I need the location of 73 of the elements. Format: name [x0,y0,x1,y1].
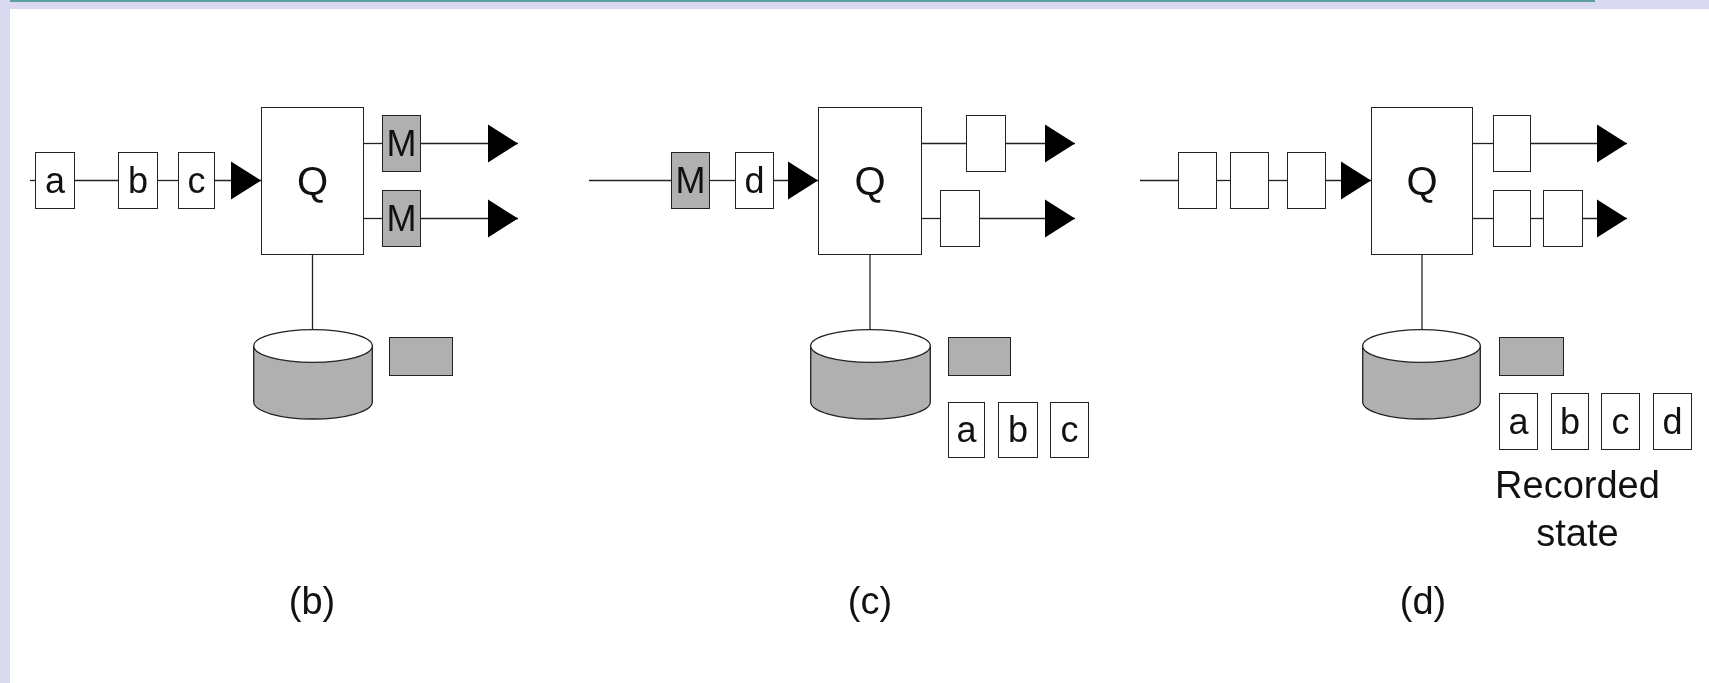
process-box [818,107,922,255]
message-box [998,402,1038,458]
box-letter: d [744,162,765,199]
box-letter: Q [854,161,886,201]
arrow [1582,199,1628,238]
message-box [671,152,710,209]
message-box [966,115,1006,172]
marker-bar [389,337,453,376]
arrow [979,199,1076,238]
arrow [1325,161,1372,200]
message-box [118,152,158,209]
message-box [1493,190,1531,247]
box-letter: c [187,162,206,199]
message-box [1230,152,1269,209]
marker-bar [948,337,1011,376]
message-box [940,190,980,247]
box-letter: M [386,200,417,237]
connector-line [588,179,672,182]
box-letter: c [1611,403,1630,440]
box-letter: d [1662,403,1683,440]
message-box [735,152,774,209]
connector-line [709,179,736,182]
message-box [178,152,215,209]
message-box [1551,393,1589,450]
message-box [382,115,421,172]
arrow [773,161,819,200]
connector-line [921,142,967,145]
marker-bar [1499,337,1564,376]
connector-line [1472,142,1494,145]
message-box [1493,115,1531,172]
arrow [1530,124,1628,163]
panel-label: (b) [287,579,337,624]
process-box [1371,107,1473,255]
arrow [214,161,262,200]
connector-line [1472,217,1494,220]
connector-line [29,179,36,182]
message-box [1543,190,1583,247]
box-letter: M [386,125,417,162]
process-box [261,107,364,255]
connector-line [869,254,871,330]
message-box [1653,393,1692,450]
message-box [1601,393,1640,450]
message-box [1287,152,1326,209]
arrow [420,124,519,163]
box-letter: a [1508,403,1529,440]
message-box [1499,393,1538,450]
storage-cylinder [810,329,931,419]
connector-line [1139,179,1179,182]
caption: Recorded state [1494,463,1661,556]
arrow [420,199,519,238]
storage-cylinder [253,329,373,419]
connector-line [74,179,119,182]
box-letter: b [1008,412,1028,448]
box-letter: b [128,162,148,199]
message-box [948,402,985,458]
message-box [382,190,421,247]
box-letter: a [956,412,977,448]
panel-label: (c) [846,579,894,624]
box-letter: Q [296,161,329,201]
box-letter: b [1560,403,1580,440]
connector-line [157,179,179,182]
message-box [1050,402,1089,458]
connector-line [311,254,314,330]
box-letter: c [1060,412,1079,448]
panel-label: (d) [1398,579,1448,624]
box-letter: Q [1406,161,1438,201]
message-box [35,152,75,209]
box-letter: a [45,162,65,199]
connector-line [1421,254,1423,330]
message-box [1178,152,1217,209]
storage-cylinder [1362,329,1481,419]
box-letter: M [675,162,706,199]
arrow [1005,124,1076,163]
